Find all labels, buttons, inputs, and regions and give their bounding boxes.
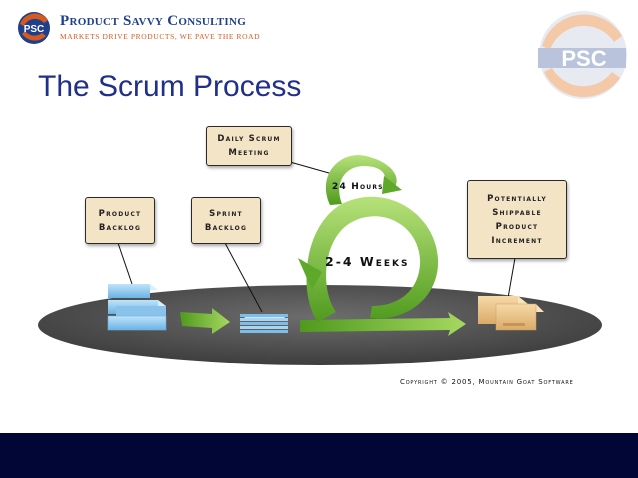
product-backlog-stack — [107, 284, 167, 331]
connector-increment — [507, 257, 516, 299]
company-name: Product Savvy Consulting — [60, 13, 247, 29]
potentially-shippable-increment-label: Potentially Shippable Product Increment — [467, 180, 567, 259]
connector-product-backlog — [117, 242, 133, 285]
arrow-to-increment — [300, 312, 466, 336]
24-hours-label: 24 Hours — [332, 182, 384, 192]
footer-bar — [0, 433, 638, 478]
scrum-diagram — [38, 155, 602, 365]
daily-loop-arrowhead — [382, 176, 402, 194]
product-backlog-label: Product Backlog — [85, 197, 155, 244]
sprint-backlog-stack — [240, 314, 288, 333]
company-tagline: MARKETS DRIVE PRODUCTS, WE PAVE THE ROAD — [60, 32, 261, 41]
daily-loop-arrow — [325, 155, 397, 205]
connector-sprint-backlog — [224, 242, 263, 313]
2-4-weeks-label: 2-4 Weeks — [325, 254, 410, 269]
slide-title: The Scrum Process — [38, 70, 302, 103]
daily-scrum-meeting-label: Daily Scrum Meeting — [206, 126, 292, 166]
sprint-loop-arrowhead — [298, 258, 322, 290]
increment-boxes — [478, 296, 544, 331]
arrow-product-to-sprint — [180, 308, 230, 334]
psc-logo-icon: PSC — [18, 12, 50, 44]
svg-text:PSC: PSC — [24, 24, 45, 35]
sprint-loop-arrow — [306, 196, 439, 322]
copyright-text: Copyright © 2005, Mountain Goat Software — [400, 378, 574, 386]
svg-text:PSC: PSC — [561, 46, 606, 71]
sprint-backlog-label: Sprint Backlog — [191, 197, 261, 244]
connector-daily-scrum — [289, 161, 337, 176]
psc-watermark-logo-icon: PSC — [538, 11, 627, 99]
